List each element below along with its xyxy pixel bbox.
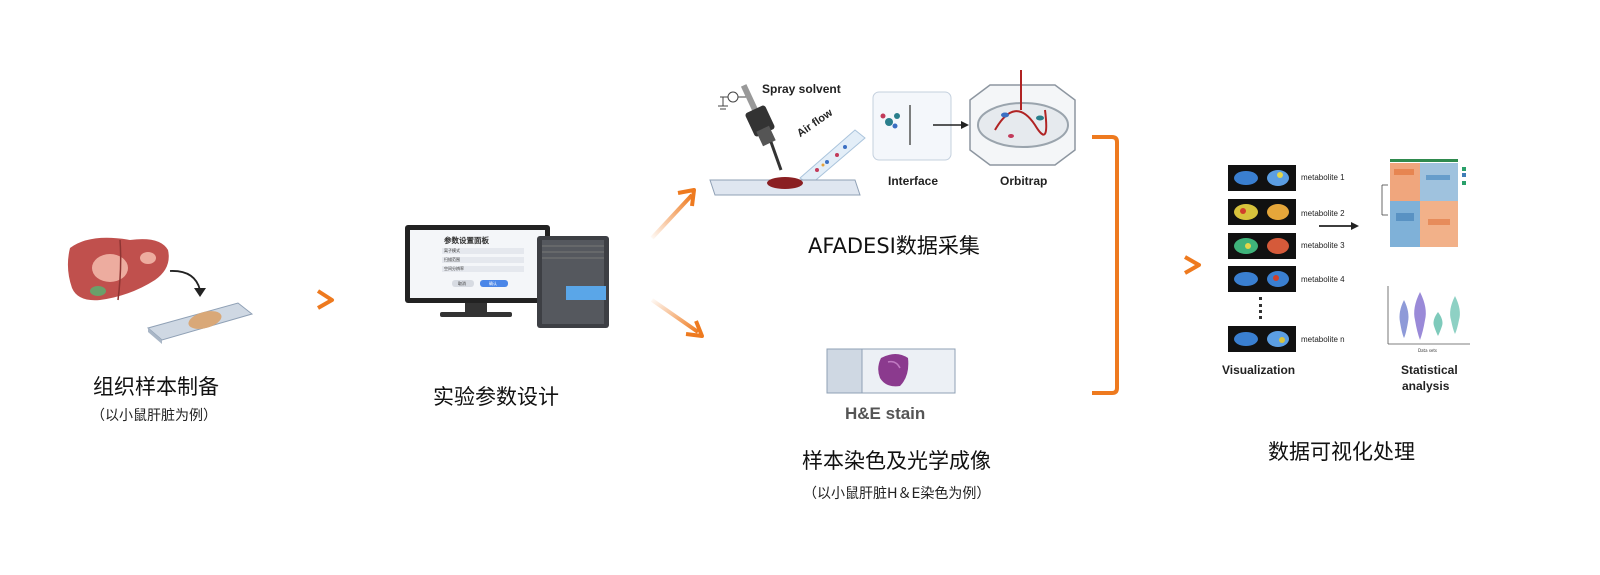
metabolite-label: metabolite 4 (1301, 275, 1345, 284)
violin-thumbnail (1380, 282, 1475, 360)
metabolite-thumb (1228, 165, 1296, 191)
metabolite-label: metabolite 3 (1301, 241, 1345, 250)
merge-bracket (1090, 133, 1120, 397)
step-title-staining: 样本染色及光学成像 (802, 449, 991, 473)
confirm-button[interactable]: 确认 (480, 280, 508, 287)
cancel-button-label: 取消 (458, 281, 466, 286)
flow-arrow-2 (1135, 254, 1205, 276)
step-title-data-viz: 数据可视化处理 (1268, 440, 1415, 464)
flow-arrow-down (648, 296, 708, 342)
metabolite-label: metabolite n (1301, 335, 1345, 344)
step-title-param-design: 实验参数设计 (433, 385, 559, 409)
panel-row: 空间分辨率 (442, 266, 524, 272)
step-subtitle-staining: （以小鼠肝脏H＆E染色为例） (803, 486, 991, 502)
computer-illustration (400, 222, 620, 332)
ellipsis-dots (1259, 297, 1266, 319)
metabolite-thumb (1228, 233, 1296, 259)
he-stain-label: H&E stain (845, 404, 926, 423)
violin-xlabel: Data sets (1418, 348, 1438, 353)
afadesi-diagram (705, 70, 1085, 200)
confirm-button-label: 确认 (489, 281, 497, 286)
step-title-afadesi: AFADESI数据采集 (808, 234, 980, 258)
cancel-button[interactable]: 取消 (452, 280, 474, 287)
metabolite-label: metabolite 1 (1301, 173, 1345, 182)
step-title-tissue-prep: 组织样本制备 (93, 375, 219, 399)
flow-arrow-1 (268, 288, 338, 310)
statistical-label-line2: analysis (1402, 379, 1450, 393)
statistical-label-line1: Statistical (1401, 363, 1458, 377)
metabolite-thumb (1228, 266, 1296, 292)
panel-row: 离子模式 (442, 248, 524, 254)
metabolite-thumb (1228, 199, 1296, 225)
liver-illustration (60, 228, 260, 358)
interface-label: Interface (888, 174, 939, 188)
panel-row-label: 空间分辨率 (444, 266, 464, 271)
flow-arrow-up (648, 185, 702, 243)
orbitrap-label: Orbitrap (1000, 174, 1048, 188)
metabolite-label: metabolite 2 (1301, 209, 1345, 218)
heatmap-thumbnail (1380, 155, 1475, 255)
viz-to-stats-arrow (1318, 220, 1360, 232)
software-panel: 参数设置面板 离子模式 扫描范围 空间分辨率 取消 确认 (414, 233, 544, 293)
he-slide-illustration (826, 348, 956, 394)
panel-row: 扫描范围 (442, 257, 524, 263)
panel-row-label: 离子模式 (444, 248, 460, 253)
step-subtitle-tissue-prep: （以小鼠肝脏为例） (91, 408, 217, 424)
panel-row-label: 扫描范围 (444, 257, 460, 262)
software-panel-title: 参数设置面板 (444, 236, 489, 245)
metabolite-thumb (1228, 326, 1296, 352)
spray-solvent-label: Spray solvent (762, 82, 841, 96)
visualization-label: Visualization (1222, 363, 1296, 377)
